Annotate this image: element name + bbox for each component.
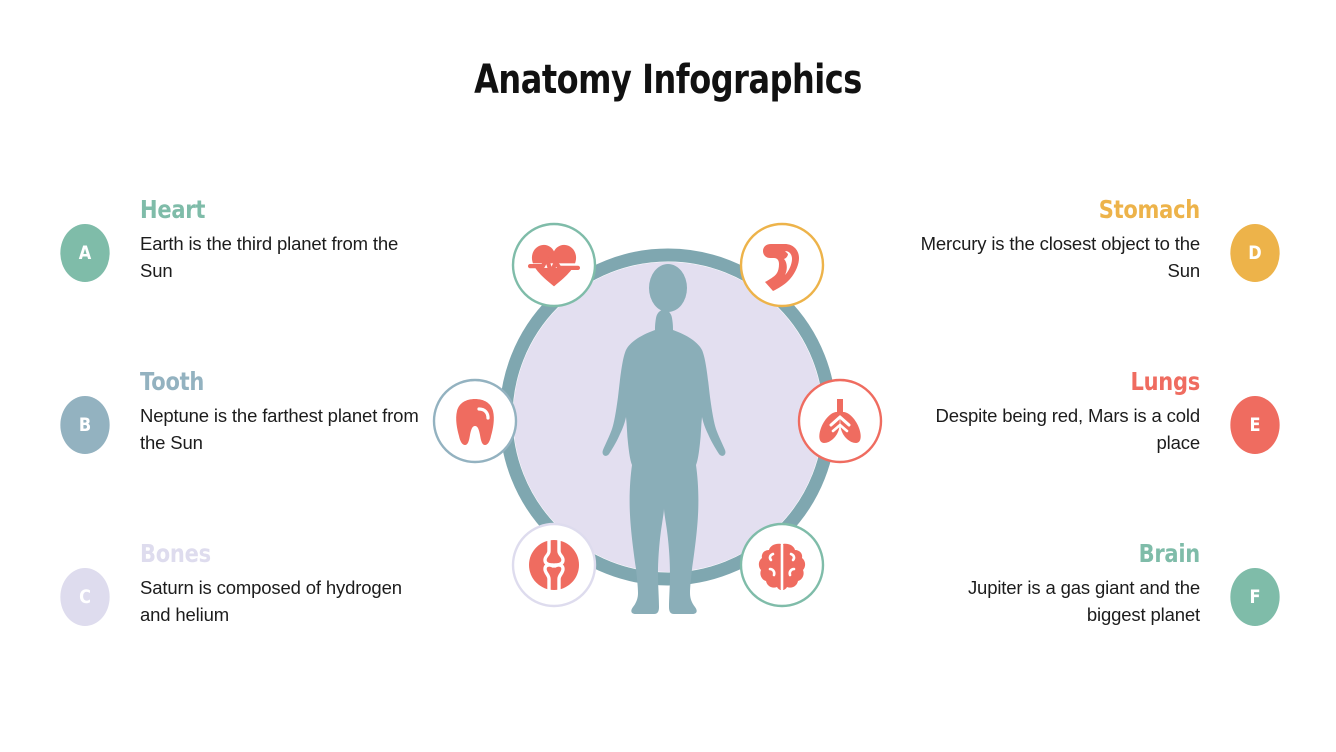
item-text-block: Lungs Despite being red, Mars is a cold …	[884, 368, 1226, 457]
item-title-lungs: Lungs	[1130, 367, 1200, 396]
item-desc-stomach: Mercury is the closest object to the Sun	[920, 233, 1201, 281]
tooth-icon	[456, 399, 494, 445]
badge-letter-c: C	[60, 568, 110, 626]
left-item-column: A Heart Earth is the third planet from t…	[56, 196, 456, 712]
list-item[interactable]: F Brain Jupiter is a gas giant and the b…	[884, 540, 1284, 712]
brain-icon	[758, 543, 806, 591]
item-title-bones: Bones	[140, 539, 211, 568]
list-item[interactable]: B Tooth Neptune is the farthest planet f…	[56, 368, 456, 540]
item-desc-heart: Earth is the third planet from the Sun	[140, 233, 399, 281]
page-title: Anatomy Infographics	[474, 57, 862, 103]
list-item[interactable]: C Bones Saturn is composed of hydrogen a…	[56, 540, 456, 712]
badge-letter-e: E	[1230, 396, 1280, 454]
lungs-bubble-bg	[797, 378, 883, 464]
badge-letter-b: B	[60, 396, 110, 454]
icon-bubble-lungs	[797, 378, 883, 464]
list-item[interactable]: E Lungs Despite being red, Mars is a col…	[884, 368, 1284, 540]
item-text-block: Heart Earth is the third planet from the…	[114, 196, 456, 285]
item-desc-lungs: Despite being red, Mars is a cold place	[935, 405, 1201, 453]
badge-letter-a: A	[60, 224, 110, 282]
human-body-silhouette	[602, 264, 726, 614]
item-title-tooth: Tooth	[140, 367, 205, 396]
list-item[interactable]: A Heart Earth is the third planet from t…	[56, 196, 456, 368]
stomach-icon	[763, 244, 799, 291]
icon-bubble-tooth	[432, 378, 518, 464]
icon-bubble-stomach	[739, 222, 825, 308]
lungs-icon	[819, 399, 861, 443]
item-title-heart: Heart	[140, 195, 206, 224]
badge-letter-d: D	[1230, 224, 1280, 282]
item-desc-bones: Saturn is composed of hydrogen and heliu…	[140, 577, 402, 625]
badge-letter-f: F	[1230, 568, 1280, 626]
central-anatomy-diagram	[428, 196, 908, 626]
item-text-block: Tooth Neptune is the farthest planet fro…	[114, 368, 456, 457]
item-title-brain: Brain	[1138, 539, 1201, 568]
item-text-block: Stomach Mercury is the closest object to…	[884, 196, 1226, 285]
bone-joint-icon	[543, 537, 565, 593]
icon-bubble-heart	[511, 222, 597, 308]
icon-bubble-brain	[739, 522, 825, 608]
list-item[interactable]: D Stomach Mercury is the closest object …	[884, 196, 1284, 368]
item-text-block: Brain Jupiter is a gas giant and the big…	[884, 540, 1226, 629]
item-title-stomach: Stomach	[1098, 195, 1201, 224]
icon-bubble-bones	[511, 522, 597, 608]
item-text-block: Bones Saturn is composed of hydrogen and…	[114, 540, 456, 629]
item-desc-tooth: Neptune is the farthest planet from the …	[140, 405, 419, 453]
heart-pulse-icon	[527, 244, 581, 287]
right-item-column: D Stomach Mercury is the closest object …	[884, 196, 1284, 712]
item-desc-brain: Jupiter is a gas giant and the biggest p…	[967, 577, 1200, 625]
